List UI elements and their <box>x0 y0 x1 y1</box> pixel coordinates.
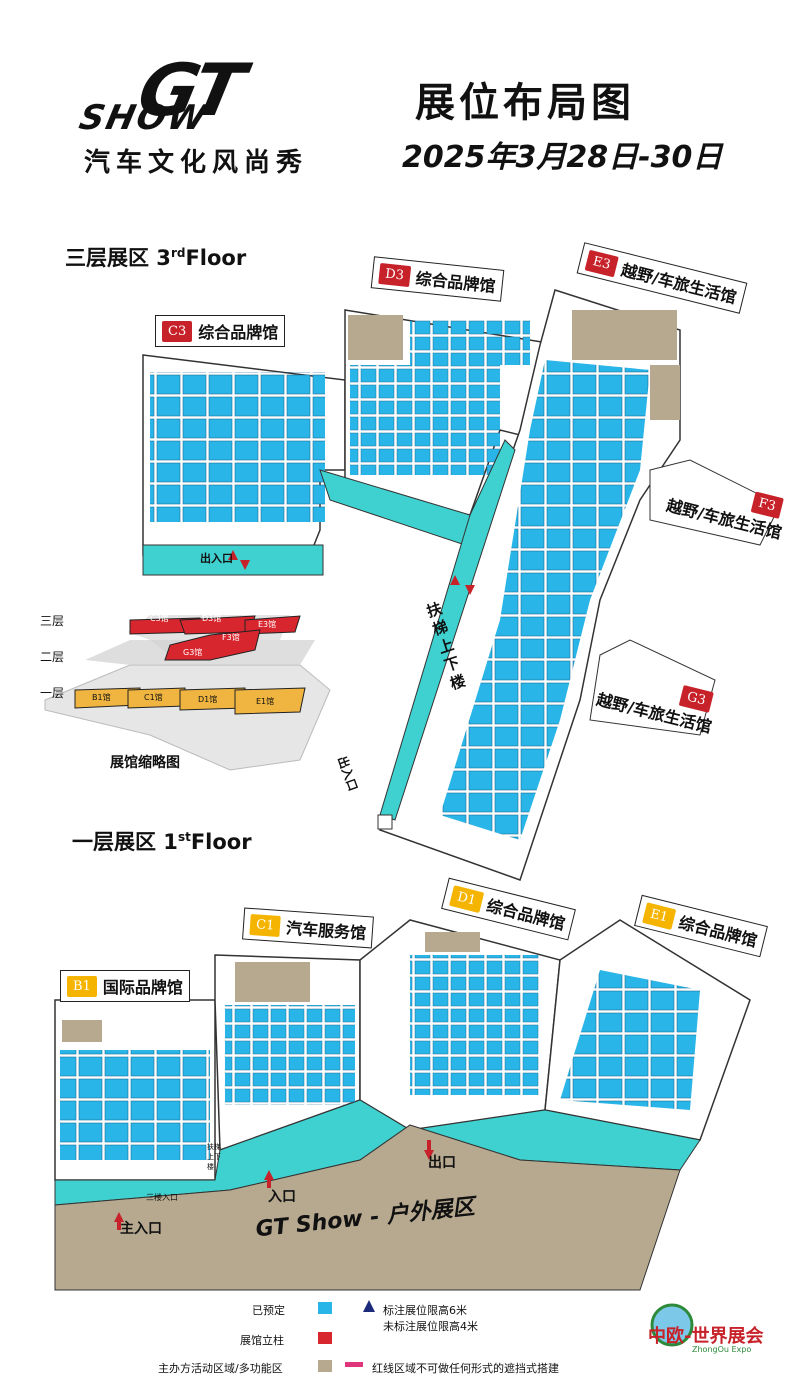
hall-code: E3 <box>584 249 619 277</box>
overview-e1: E1馆 <box>256 697 275 706</box>
legend-triangle-icon <box>363 1300 375 1312</box>
legend-organizer: 主办方活动区域/多功能区 <box>158 1362 283 1375</box>
overview-caption: 展馆缩略图 <box>110 755 180 771</box>
hall-f3-area <box>649 459 781 546</box>
legend-swatch-pillar <box>318 1332 332 1344</box>
page-title: 展位布局图 <box>415 80 635 126</box>
floor1-label: 一层展区 1stFloor <box>72 830 252 854</box>
logo-subtitle: 汽车文化风尚秀 <box>84 148 309 178</box>
floor3-entrance-1: 出入口 <box>200 552 233 565</box>
legend-swatch-booked <box>318 1302 332 1314</box>
hall-code: C3 <box>162 320 193 342</box>
hall-name: 综合品牌馆 <box>198 323 279 342</box>
legend-booked: 已预定 <box>252 1304 285 1317</box>
hall-c3-tag[interactable]: C3 综合品牌馆 <box>155 315 286 347</box>
hall-code: C1 <box>249 913 282 937</box>
overview-c1: C1馆 <box>144 693 163 702</box>
hall-d3-area <box>344 309 561 516</box>
overview-c3: C3馆 <box>150 614 169 623</box>
event-date: 2025年3月28日-30日 <box>402 140 723 175</box>
hall-b1-tag[interactable]: B1 国际品牌馆 <box>60 970 190 1002</box>
overview-d3: D3馆 <box>202 614 222 623</box>
entrance-label[interactable]: 入口 <box>268 1189 296 1205</box>
watermark-text: 中欧-世界展会 <box>648 1326 764 1347</box>
hall-e3-area <box>379 289 681 881</box>
hall-b1-area <box>54 999 216 1181</box>
overview-diagram <box>44 615 331 771</box>
hall-d1-area <box>359 919 561 1131</box>
overview-b1: B1馆 <box>92 693 111 702</box>
floor3-label: 三层展区 3rdFloor <box>65 246 247 270</box>
legend-height-4: 未标注展位限高4米 <box>383 1320 478 1333</box>
legend-red-line <box>345 1362 363 1367</box>
hall-name: 汽车服务馆 <box>285 918 367 944</box>
legend-red-zone: 红线区域不可做任何形式的遮挡式搭建 <box>372 1362 559 1375</box>
exit-label[interactable]: 出口 <box>428 1155 456 1171</box>
watermark-sub: ZhongOu Expo <box>692 1345 752 1354</box>
level-label-3f: 三层 <box>40 614 65 628</box>
overview-e3: E3馆 <box>258 620 277 629</box>
hall-name: 国际品牌馆 <box>102 978 183 997</box>
hall-code: D3 <box>378 262 411 287</box>
hall-c3-area <box>142 354 346 576</box>
overview-f3: F3馆 <box>222 633 240 642</box>
globe-icon <box>650 1303 694 1347</box>
legend-pillar: 展馆立柱 <box>240 1334 284 1347</box>
floor1-escalator-label: 扶梯上下楼 <box>207 1143 221 1171</box>
legend-height-6: 标注展位限高6米 <box>383 1304 467 1317</box>
legend-swatch-organizer <box>318 1360 332 1372</box>
floor3-entrance-label: 三楼入口 <box>146 1193 178 1202</box>
level-label-1f: 一层 <box>40 686 65 700</box>
main-entrance-label[interactable]: 主入口 <box>120 1221 162 1237</box>
hall-code: D1 <box>449 884 485 913</box>
level-label-2f: 二层 <box>40 650 65 664</box>
hall-code: E1 <box>642 901 677 930</box>
hall-code: B1 <box>67 975 97 997</box>
hall-name: 综合品牌馆 <box>414 268 497 297</box>
overview-d1: D1馆 <box>198 695 218 704</box>
hall-c1-area <box>214 954 361 1152</box>
overview-g3: G3馆 <box>183 648 203 657</box>
escalator-corridor <box>379 439 516 821</box>
gt-show-logo: GT SHOW 汽车文化风尚秀 <box>76 48 400 178</box>
entrance-arrows <box>114 550 475 1230</box>
hall-e1-area <box>544 919 751 1141</box>
